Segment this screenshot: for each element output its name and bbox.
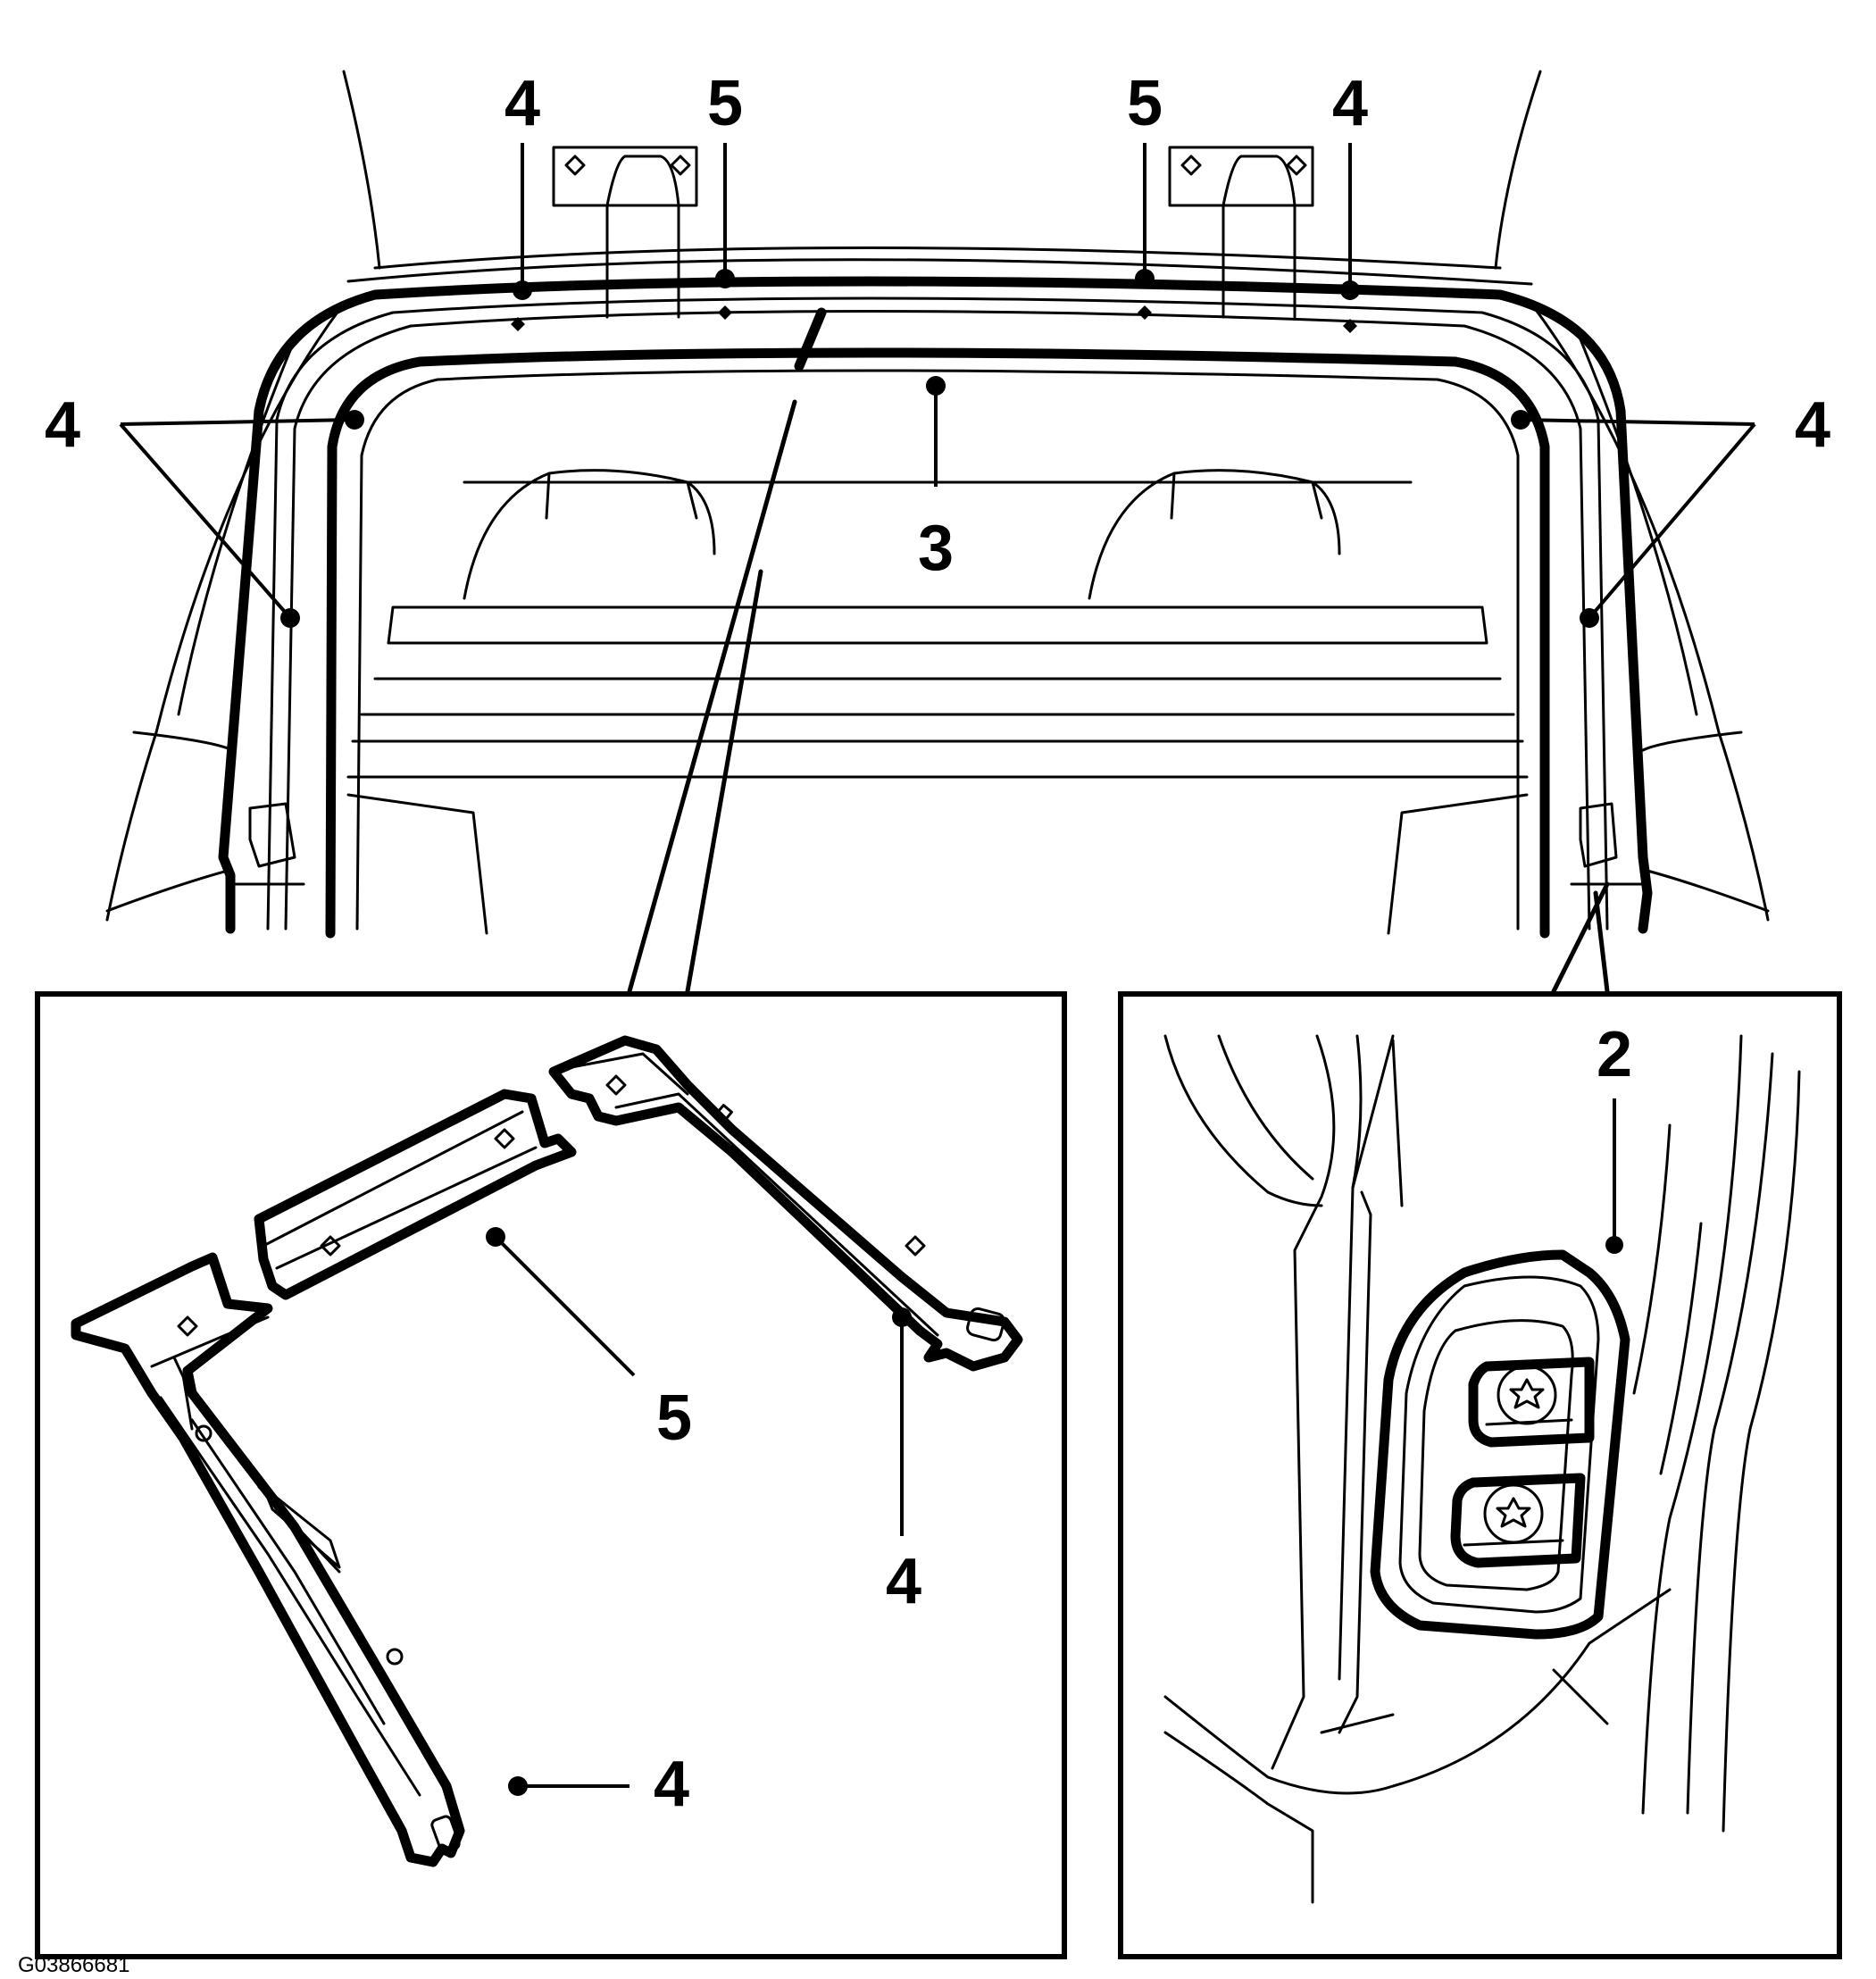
callout-top-right-5: 5 xyxy=(1127,68,1163,139)
callout-inset-right-2: 2 xyxy=(1597,1019,1632,1090)
callout-top-right-4: 4 xyxy=(1332,68,1368,139)
callout-inset-left-4-right: 4 xyxy=(886,1546,921,1617)
inset-trim-pieces xyxy=(35,991,1067,1959)
callout-side-right-4: 4 xyxy=(1795,389,1830,461)
callout-inset-left-4-bottom: 4 xyxy=(654,1749,689,1820)
callout-side-left-4: 4 xyxy=(45,389,80,461)
callout-top-left-4: 4 xyxy=(504,68,540,139)
vehicle-rear-view xyxy=(105,70,1770,994)
figure-id: G03866681 xyxy=(18,1953,129,1977)
callout-inset-left-5: 5 xyxy=(656,1382,692,1454)
inset-bolt-cover xyxy=(1118,991,1842,1959)
callout-trim-3: 3 xyxy=(918,513,954,584)
callout-top-left-5: 5 xyxy=(707,68,743,139)
